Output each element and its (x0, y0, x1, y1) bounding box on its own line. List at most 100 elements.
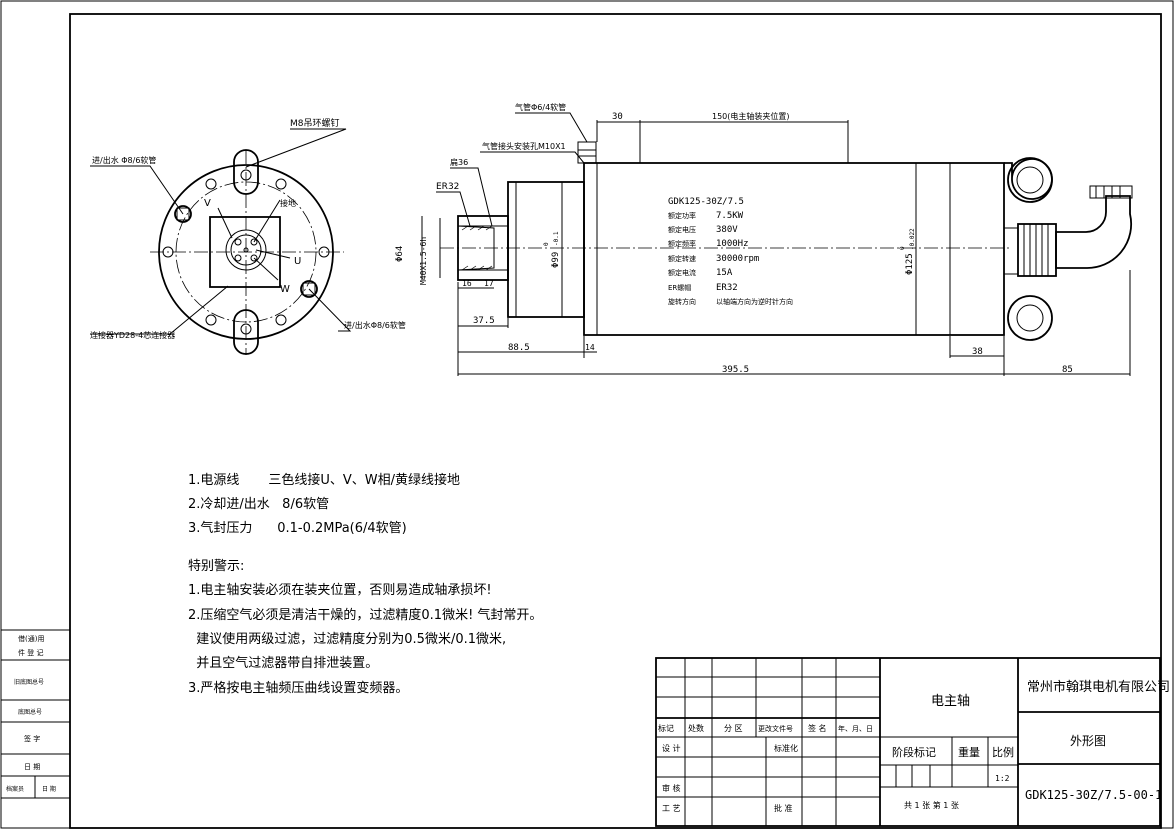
title-block-grid (655, 657, 1161, 827)
tb-r-sheji: 设 计 (662, 743, 681, 753)
left-col-r7b: 日 期 (42, 785, 56, 793)
tb-h-biaoji: 标记 (658, 723, 674, 733)
nameplate-key: ER螺帽 (668, 283, 691, 292)
sheet-count: 共 1 张 第 1 张 (904, 800, 959, 810)
warning-2c: 并且空气过滤器带自排泄装置。 (188, 656, 379, 671)
rear-lifting-eye-bottom (1007, 295, 1053, 341)
nameplate-key: 旋转方向 (668, 297, 696, 306)
nameplate-value: 7.5KW (716, 211, 744, 221)
nameplate: GDK125-30Z/7.5 额定功率 7.5KW 额定电压 380V 额定频率… (668, 197, 793, 306)
bolt-hole (275, 314, 287, 326)
tb-r-biaozhun: 标准化 (774, 743, 798, 753)
dim-phi99-tol: -0.1 (553, 231, 560, 246)
warning-1: 1.电主轴安装必须在装夹位置，否则易造成轴承损坏! (188, 583, 492, 598)
dim-phi64: Φ64 (395, 246, 405, 262)
scale-value: 1:2 (995, 774, 1010, 783)
nameplate-value: 380V (716, 225, 738, 235)
tb-r-gongyi: 工 艺 (662, 804, 681, 813)
left-col-r6: 日 期 (24, 763, 40, 771)
stage-label: 阶段标记 (892, 745, 936, 759)
connector-circle (225, 229, 267, 271)
scale-label: 比例 (992, 745, 1014, 759)
drawing-number: GDK125-30Z/7.5-00-1 (1025, 788, 1162, 802)
m8-label: M8吊环螺钉 (290, 118, 340, 129)
motor-body (583, 162, 1005, 336)
tb-h-gengwen: 更改文件号 (758, 724, 793, 733)
left-col-r4: 底图总号 (18, 708, 42, 716)
side-view (421, 112, 1133, 376)
warning-3: 3.严格按电主轴频压曲线设置变频器。 (188, 681, 409, 696)
phase-u-label: U (294, 256, 301, 267)
left-col-r1: 借(通)用 (18, 634, 44, 643)
front-view (90, 128, 352, 355)
phase-v-label: V (204, 198, 211, 209)
dim-395-5: 395.5 (722, 365, 749, 375)
nameplate-model: GDK125-30Z/7.5 (668, 197, 744, 207)
nameplate-key: 额定频率 (668, 239, 696, 248)
part-name: 电主轴 (931, 694, 970, 709)
note-3: 3.气封压力 0.1-0.2MPa(6/4软管) (188, 521, 407, 536)
nameplate-key: 额定电流 (668, 268, 696, 277)
nameplate-value: ER32 (716, 283, 738, 293)
nameplate-value: 15A (716, 268, 733, 278)
collet-label: ER32 (436, 182, 459, 192)
tb-h-qianming: 签 名 (808, 723, 827, 733)
left-col-r2: 件 登 记 (18, 648, 43, 657)
dim-phi99: Φ99 (551, 252, 561, 268)
dim-16: 16 (462, 279, 472, 288)
warning-2b: 建议使用两级过滤，过滤精度分别为0.5微米/0.1微米, (188, 632, 507, 647)
nameplate-key: 额定转速 (668, 254, 696, 263)
nameplate-value: 30000rpm (716, 254, 759, 264)
tb-r-shenhe: 审 核 (662, 783, 681, 793)
rear-lifting-eye-top (1004, 157, 1053, 203)
dim-150: 150(电主轴装夹位置) (712, 111, 790, 121)
left-col-r3: 旧底图总号 (14, 678, 44, 686)
left-col-r7a: 档案员 (6, 785, 24, 793)
weight-label: 重量 (958, 745, 980, 759)
air-joint-label: 气管接头安装孔M10X1 (482, 141, 566, 151)
rear-connector-base (1003, 227, 1019, 275)
dim-phi125: Φ125 (905, 253, 915, 275)
tb-h-fenqu: 分 区 (724, 724, 743, 733)
tb-h-date: 年、月、日 (838, 724, 873, 733)
warning-2: 2.压缩空气必须是清洁干燥的，过滤精度0.1微米! 气封常开。 (188, 608, 543, 623)
dim-14: 14 (585, 343, 595, 352)
bolt-hole (162, 246, 174, 258)
tb-r-pizhun: 批 准 (774, 803, 793, 813)
collet-hatch (461, 225, 493, 271)
dim-88-5: 88.5 (508, 343, 530, 353)
air-pipe-label: 气管Φ6/4软管 (515, 102, 566, 112)
dim-phi99-tol0: 0 (543, 242, 550, 246)
bolt-hole (205, 314, 217, 326)
bolt-hole (205, 178, 217, 190)
water-in-label: 进/出水 Φ8/6软管 (92, 155, 156, 165)
dim-m40: M40X1.5-6h (419, 237, 428, 285)
warning-title: 特别警示: (188, 559, 245, 574)
note-2: 2.冷却进/出水 8/6软管 (188, 497, 330, 512)
flat-label: 扁36 (450, 157, 468, 167)
bolt-hole (318, 246, 330, 258)
dim-30: 30 (612, 112, 623, 122)
lifting-eye-bottom (233, 309, 259, 355)
nameplate-value: 1000Hz (716, 239, 749, 249)
lifting-eye-top (233, 149, 259, 195)
front-housing (507, 181, 585, 318)
inner-frame (69, 13, 1162, 829)
tb-h-chushu: 处数 (688, 723, 704, 733)
dim-17: 17 (484, 279, 494, 288)
elbow-plug (1055, 195, 1133, 269)
dim-37-5: 37.5 (473, 316, 495, 326)
ground-label: 接地 (280, 198, 296, 208)
company-name: 常州市翰琪电机有限公司 (1027, 679, 1170, 695)
phase-w-label: W (280, 284, 290, 295)
dim-85: 85 (1062, 365, 1073, 375)
drawing-type: 外形图 (1070, 734, 1106, 748)
nameplate-key: 额定功率 (668, 211, 696, 220)
left-register-column (1, 629, 70, 799)
air-fitting (577, 141, 597, 164)
nameplate-key: 额定电压 (668, 225, 696, 234)
left-col-r5: 签 字 (24, 734, 40, 743)
note-1: 1.电源线 三色线接U、V、W相/黄绿线接地 (188, 473, 460, 488)
bolt-hole (275, 178, 287, 190)
